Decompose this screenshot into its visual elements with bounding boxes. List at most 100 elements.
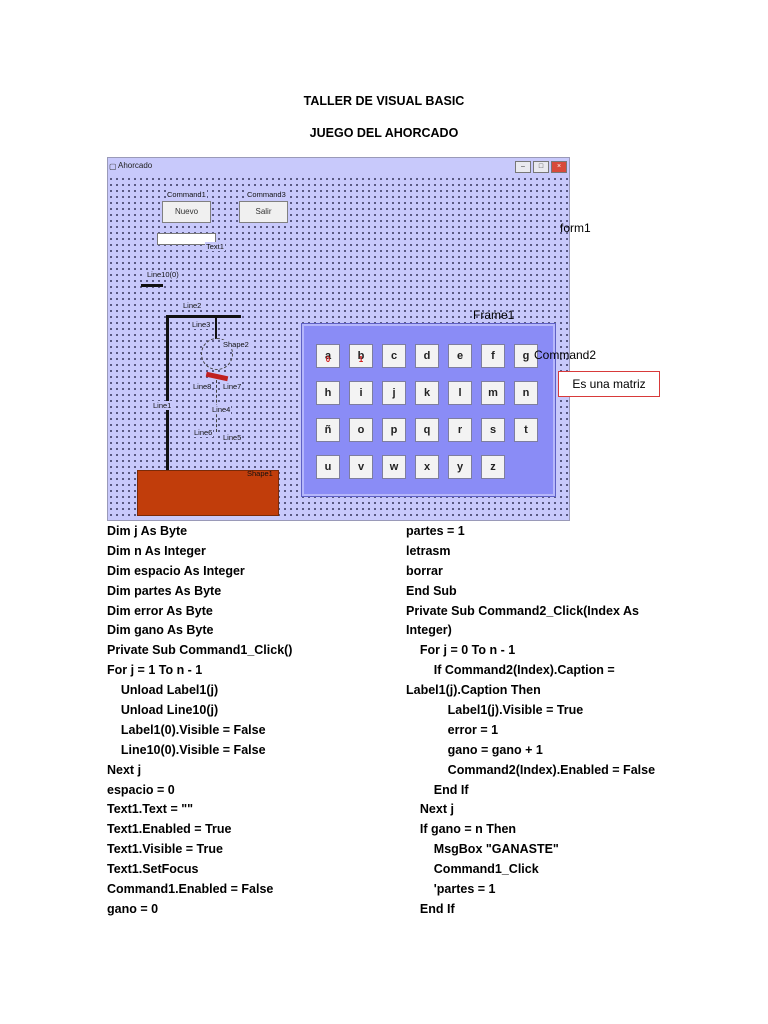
code-line: error = 1: [406, 722, 499, 737]
code-line: Text1.SetFocus: [107, 862, 199, 877]
code-line: 'partes = 1: [406, 882, 496, 897]
gallows-top-beam: [166, 315, 241, 318]
letter-button-0-4[interactable]: e: [448, 344, 472, 368]
code-line: Text1.Visible = True: [107, 842, 223, 857]
document-subtitle: JUEGO DEL AHORCADO: [309, 126, 459, 140]
code-line: Text1.Text = "": [107, 802, 194, 817]
line4-label: Line4: [211, 405, 232, 414]
letter-button-0-5[interactable]: f: [481, 344, 505, 368]
code-line: For j = 1 To n - 1: [107, 663, 203, 678]
letter-button-2-2[interactable]: p: [382, 418, 406, 442]
letter-button-3-0[interactable]: u: [316, 455, 340, 479]
letter-button-3-2[interactable]: w: [382, 455, 406, 479]
letter-button-2-6[interactable]: t: [514, 418, 538, 442]
code-line: Dim gano As Byte: [107, 623, 214, 638]
frame1-annotation: Frame1: [473, 308, 515, 322]
code-line: Dim n As Integer: [107, 543, 206, 558]
letter-button-0-3[interactable]: d: [415, 344, 439, 368]
text1-label: Text1: [205, 242, 225, 251]
line2-label: Line2: [182, 301, 203, 310]
letter-button-2-4[interactable]: r: [448, 418, 472, 442]
letter-button-2-1[interactable]: o: [349, 418, 373, 442]
code-line: End Sub: [406, 583, 457, 598]
line6-label: Line6: [193, 428, 214, 437]
text1-input[interactable]: [157, 233, 216, 245]
shape1-base: [137, 470, 279, 516]
shape1-label: Shape1: [247, 469, 273, 478]
letter-button-0-2[interactable]: c: [382, 344, 406, 368]
maximize-button[interactable]: □: [533, 161, 549, 173]
code-line: Command2(Index).Enabled = False: [406, 762, 656, 777]
letter-button-2-0[interactable]: ñ: [316, 418, 340, 442]
rope-line: [215, 317, 217, 339]
code-line: gano = 0: [107, 901, 159, 916]
command1-button[interactable]: Nuevo: [162, 201, 211, 223]
code-line: Label1(0).Visible = False: [107, 722, 266, 737]
code-line: Label1(j).Caption Then: [406, 683, 541, 698]
letter-button-1-6[interactable]: n: [514, 381, 538, 405]
letter-button-3-5[interactable]: z: [481, 455, 505, 479]
document-title: TALLER DE VISUAL BASIC: [303, 94, 465, 108]
shape2-label: Shape2: [222, 340, 250, 349]
code-line: gano = gano + 1: [406, 742, 543, 757]
letter-index-mark: 0: [325, 355, 331, 364]
code-line: Dim espacio As Integer: [107, 563, 245, 578]
code-line: Dim j As Byte: [107, 524, 188, 538]
letter-button-0-6[interactable]: g: [514, 344, 538, 368]
code-line: Command1.Enabled = False: [107, 882, 274, 897]
line8-label: Line8: [192, 382, 213, 391]
code-line: End If: [406, 901, 455, 916]
form1-annotation: form1: [560, 221, 591, 235]
code-line: borrar: [406, 563, 443, 578]
letter-button-3-4[interactable]: y: [448, 455, 472, 479]
code-line: If gano = n Then: [406, 822, 517, 837]
code-line: Label1(j).Visible = True: [406, 703, 584, 718]
matrix-note: Es una matriz: [558, 371, 660, 397]
line10-stroke: [141, 284, 163, 287]
letter-button-3-3[interactable]: x: [415, 455, 439, 479]
line10-label: Line10(0): [146, 270, 180, 279]
form-icon: ▢: [109, 162, 117, 171]
code-line: Command1_Click: [406, 862, 539, 877]
letter-button-1-4[interactable]: l: [448, 381, 472, 405]
form-title-bar: ▢ Ahorcado – □ ×: [108, 158, 569, 176]
code-line: Text1.Enabled = True: [107, 822, 232, 837]
form-window-title: Ahorcado: [118, 161, 153, 170]
vb-form-window: ▢ Ahorcado – □ × Command1 Nuevo Command3…: [107, 157, 570, 521]
code-line: espacio = 0: [107, 782, 175, 797]
code-line: MsgBox "GANASTE": [406, 842, 559, 857]
letter-index-mark: 1: [358, 355, 364, 364]
letter-button-3-1[interactable]: v: [349, 455, 373, 479]
line7-label: Line7: [222, 382, 243, 391]
code-line: letrasm: [406, 543, 451, 558]
code-line: Line10(0).Visible = False: [107, 742, 266, 757]
letter-button-1-0[interactable]: h: [316, 381, 340, 405]
line3-label: Line3: [191, 320, 212, 329]
letter-button-1-5[interactable]: m: [481, 381, 505, 405]
gallows-post: [166, 315, 169, 471]
command2-annotation: Command2: [534, 348, 597, 362]
command3-label: Command3: [246, 190, 287, 199]
letter-button-1-1[interactable]: i: [349, 381, 373, 405]
code-line: Next j: [107, 762, 142, 777]
code-line: If Command2(Index).Caption =: [406, 663, 615, 678]
code-line: partes = 1: [406, 524, 465, 538]
command1-label: Command1: [166, 190, 207, 199]
minimize-button[interactable]: –: [515, 161, 531, 173]
close-button[interactable]: ×: [551, 161, 567, 173]
code-line: Unload Label1(j): [107, 683, 219, 698]
code-line: Private Sub Command1_Click(): [107, 643, 293, 658]
code-line: Next j: [406, 802, 454, 817]
letter-button-1-3[interactable]: k: [415, 381, 439, 405]
code-line: Dim partes As Byte: [107, 583, 222, 598]
letter-button-2-3[interactable]: q: [415, 418, 439, 442]
letter-button-1-2[interactable]: j: [382, 381, 406, 405]
letter-button-2-5[interactable]: s: [481, 418, 505, 442]
line5-label: Line5: [222, 433, 243, 442]
command3-button[interactable]: Salir: [239, 201, 288, 223]
